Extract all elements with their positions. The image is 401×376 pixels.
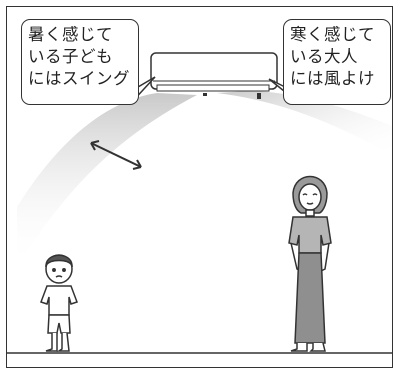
bubble-line: 寒く感じて — [290, 25, 375, 44]
child-figure — [40, 254, 78, 352]
swing-arrow — [90, 140, 142, 170]
illustration-frame: 暑く感じて いる子ども にはスイング 寒く感じて いる大人 には風よけ — [6, 6, 393, 368]
bubble-line: 暑く感じて — [28, 25, 113, 44]
speech-bubble-child: 暑く感じて いる子ども にはスイング — [21, 19, 139, 105]
bubble-line: には風よけ — [290, 69, 375, 88]
illustration-canvas — [7, 52, 392, 354]
airflow-left — [17, 93, 197, 267]
bubble-line: いる子ども — [28, 47, 113, 66]
bubble-line: にはスイング — [28, 69, 130, 88]
bubble-line: いる大人 — [290, 47, 358, 66]
speech-bubble-adult: 寒く感じて いる大人 には風よけ — [283, 19, 391, 105]
adult-figure — [288, 175, 332, 352]
air-conditioner — [150, 52, 278, 99]
